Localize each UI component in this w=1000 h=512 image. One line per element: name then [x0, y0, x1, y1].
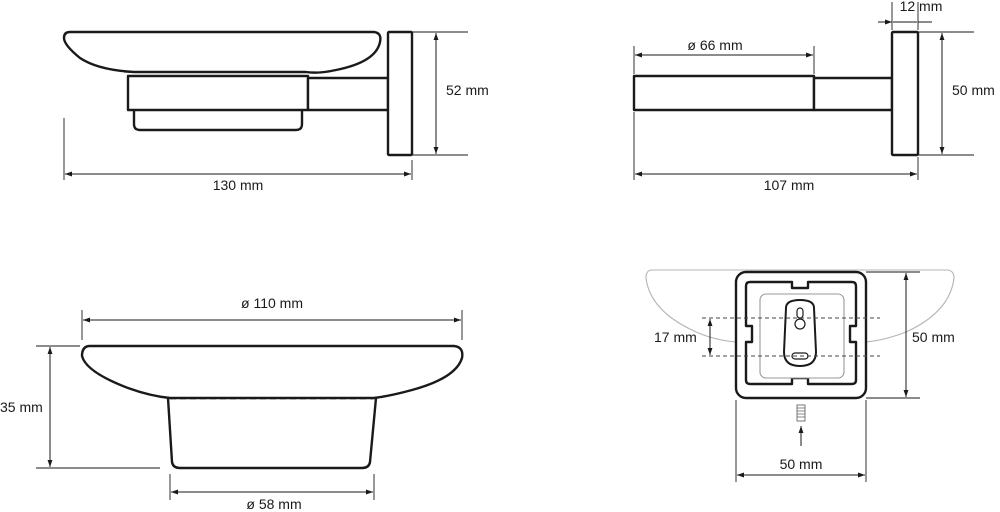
bracket-center-hole [794, 318, 806, 330]
front-view: ø 110 mm 35 mm ø 58 mm [0, 295, 464, 512]
side-width-label: 130 mm [213, 177, 264, 193]
arm-tube-inner [812, 76, 894, 112]
arm-flange-label: 12 mm [900, 0, 943, 14]
set-screw-icon [796, 404, 806, 422]
arm-view: ø 66 mm 12 mm 50 mm 107 mm [632, 0, 995, 193]
arm-tube-outer [632, 74, 816, 112]
front-height-label: 35 mm [0, 399, 43, 415]
bracket-hole-label: 17 mm [654, 329, 697, 345]
bracket-view: 17 mm 50 mm 50 mm [645, 269, 955, 482]
side-arm-tube [306, 76, 390, 112]
front-dish-label: ø 110 mm [241, 295, 303, 311]
arm-height-label: 50 mm [952, 82, 995, 98]
side-dish [62, 30, 382, 74]
front-cup [166, 397, 378, 470]
arm-tube-label: ø 66 mm [687, 37, 742, 53]
side-view: 52 mm 130 mm [62, 30, 489, 193]
arm-wall-flange [890, 30, 920, 157]
bracket-height-label: 50 mm [912, 329, 955, 345]
side-wall-flange [386, 30, 414, 157]
side-holder-ring [126, 74, 310, 112]
bracket-width-label: 50 mm [780, 456, 823, 472]
side-cup [132, 108, 304, 132]
side-height-label: 52 mm [446, 82, 489, 98]
arm-length-label: 107 mm [764, 177, 815, 193]
front-dish [80, 344, 464, 400]
bracket-keyhole [783, 299, 817, 367]
front-cup-label: ø 58 mm [246, 496, 301, 512]
